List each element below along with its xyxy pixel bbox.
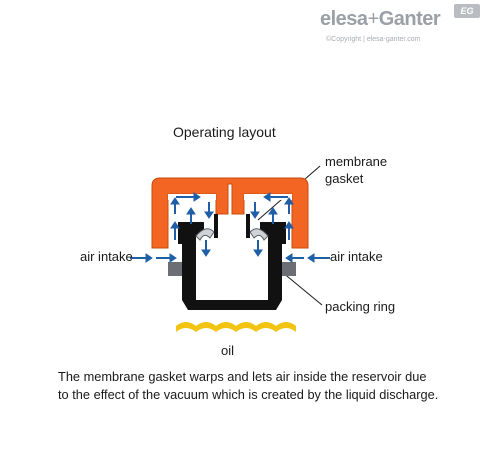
brand-name-left: elesa — [320, 8, 368, 30]
label-air-intake-right: air intake — [330, 249, 383, 264]
brand-logo: elesa+Ganter — [320, 8, 441, 31]
arrow-up-right-channel — [284, 197, 294, 240]
label-membrane-line1: membrane — [325, 154, 388, 169]
side-pad-right — [282, 262, 296, 276]
label-packing-ring: packing ring — [325, 299, 396, 314]
housing-body — [178, 222, 286, 310]
brand-badge: EG — [454, 4, 480, 18]
copyright-text: ©Copyright | elesa-ganter.com — [326, 36, 421, 43]
caption-line-1: The membrane gasket warps and lets air i… — [58, 369, 427, 384]
packing-leader-line — [281, 271, 323, 306]
arrow-down-right — [250, 202, 260, 219]
side-pad-left — [168, 262, 182, 276]
central-post-right — [246, 214, 250, 238]
arrow-into-reservoir-right — [253, 240, 263, 257]
arrow-up-left-channel — [170, 197, 180, 240]
reservoir — [196, 236, 268, 300]
diagram-title: Operating layout — [173, 124, 276, 140]
arrow-air-intake-right-2 — [285, 253, 304, 263]
label-air-intake-left: air intake — [80, 249, 133, 264]
label-oil: oil — [221, 343, 235, 358]
label-membrane-line2: gasket — [325, 171, 364, 186]
diagram-caption: The membrane gasket warps and lets air i… — [58, 368, 438, 404]
brand-plus: + — [367, 8, 380, 30]
arrow-top-channel-left — [176, 192, 201, 202]
oil-wave — [176, 322, 296, 332]
membrane-gasket-right — [249, 228, 269, 241]
arrow-top-channel-right — [263, 192, 288, 202]
arrow-air-intake-left — [130, 253, 153, 263]
caption-line-2: to the effect of the vacuum which is cre… — [58, 387, 439, 402]
brand-name-right: Ganter — [378, 8, 441, 30]
arrow-down-left — [204, 202, 214, 219]
arrow-up-right-inner — [268, 207, 278, 224]
arrow-into-reservoir-left — [201, 240, 211, 257]
arrow-air-intake-right — [307, 253, 330, 263]
arrow-air-intake-left-2 — [156, 253, 177, 263]
label-membrane-gasket: membrane gasket — [325, 153, 387, 187]
membrane-gasket-left — [195, 228, 215, 241]
cap-outer-shell — [151, 177, 309, 249]
arrow-up-left-inner — [186, 207, 196, 224]
central-post-left — [214, 214, 218, 238]
